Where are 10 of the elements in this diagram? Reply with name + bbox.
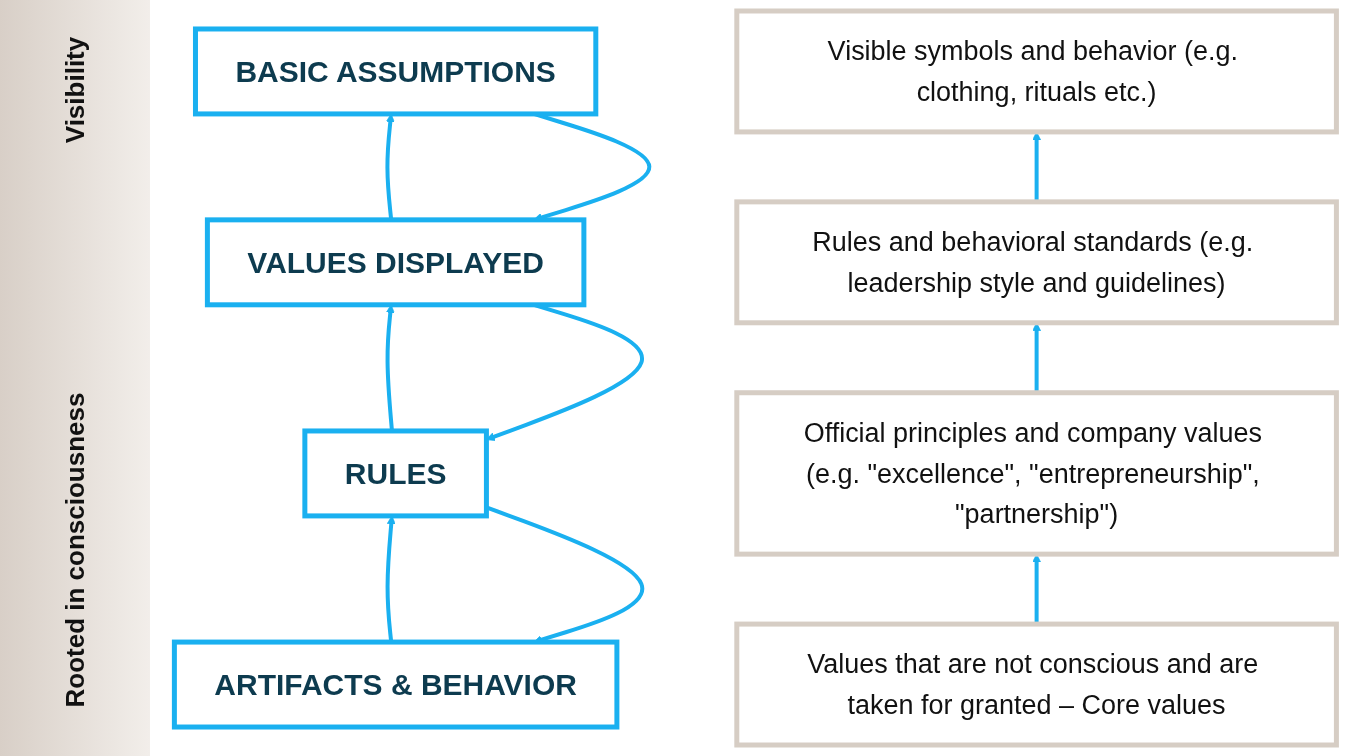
node-box: VALUES DISPLAYED — [205, 217, 587, 308]
node-box: Rules and behavioral standards (e.g. leadership style and guidelines) — [734, 199, 1339, 326]
node-box: Visible symbols and behavior (e.g. clothing, rituals etc.) — [734, 8, 1339, 135]
node-box: ARTIFACTS & BEHAVIOR — [172, 639, 620, 730]
node-box: RULES — [302, 428, 489, 519]
node-box: Values that are not conscious and are taken for granted – Core values — [734, 621, 1339, 748]
node-box: BASIC ASSUMPTIONS — [193, 26, 599, 117]
axis-label: Visibility — [59, 36, 91, 144]
axis-label: Rooted in consciousness — [59, 392, 91, 708]
node-box: Official principles and company values (e.g. "excellence", "entrepreneurship", "partnership") — [734, 390, 1339, 557]
